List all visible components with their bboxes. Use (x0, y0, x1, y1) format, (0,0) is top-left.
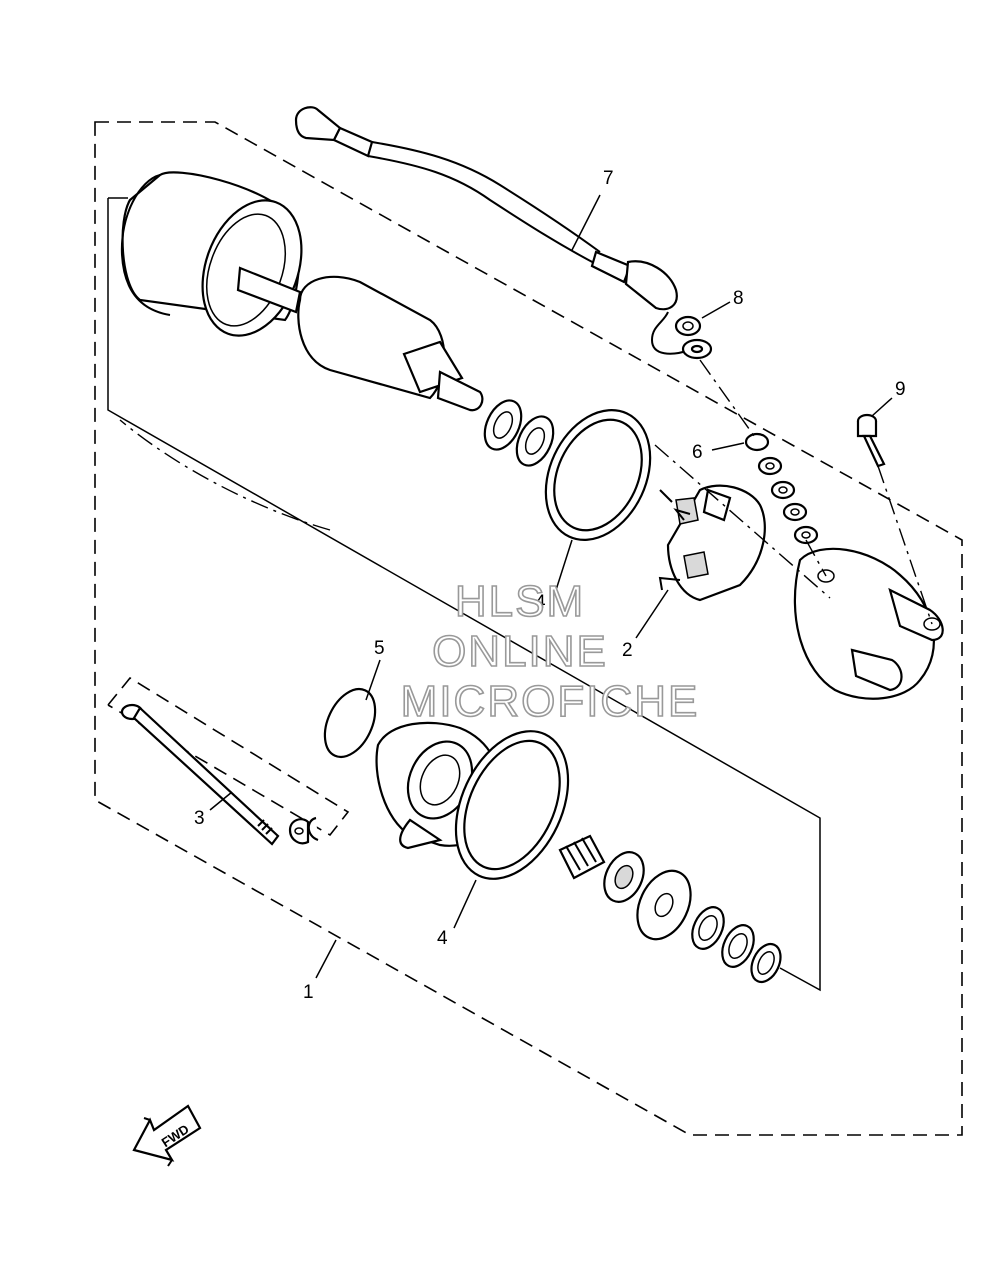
through-bolt (120, 703, 319, 846)
bearing-and-washers (558, 834, 782, 984)
callout-4-upper: 4 (535, 592, 546, 613)
brush-holder (658, 484, 766, 602)
alignment-line-4 (654, 444, 831, 599)
callout-1: 1 (303, 982, 314, 1003)
callout-7: 7 (603, 168, 614, 189)
watermark-line-3: MICROFICHE (401, 677, 700, 726)
motor-subassembly-outline (107, 197, 821, 992)
callout-3: 3 (194, 808, 205, 829)
o-ring-upper (544, 409, 652, 541)
forward-direction-arrow-icon: FWD (132, 1104, 202, 1167)
callout-leaders (209, 194, 893, 979)
alignment-line-5 (119, 419, 331, 531)
o-ring-lower (454, 730, 570, 880)
rear-cover (793, 547, 944, 700)
cover-bolt (856, 413, 886, 468)
callout-6: 6 (692, 442, 703, 463)
callout-8: 8 (733, 288, 744, 309)
bolt-group-boundary (107, 676, 350, 837)
yoke-cover (120, 171, 303, 337)
alignment-line-1 (699, 359, 758, 441)
watermark-line-1: HLSM (455, 577, 585, 626)
callout-2: 2 (622, 640, 633, 661)
terminal-washers (744, 432, 819, 545)
armature-washers (483, 399, 555, 467)
watermark-line-2: ONLINE (432, 627, 608, 676)
callout-9: 9 (895, 379, 906, 400)
lead-wire (294, 106, 713, 360)
callout-4-lower: 4 (437, 928, 448, 949)
armature (236, 266, 484, 412)
o-ring-small (323, 687, 377, 759)
callout-5: 5 (374, 638, 385, 659)
terminal-nut (674, 315, 702, 337)
assembly-boundary (94, 121, 963, 1136)
alignment-line-3 (877, 465, 933, 625)
alignment-line-2 (805, 539, 827, 577)
